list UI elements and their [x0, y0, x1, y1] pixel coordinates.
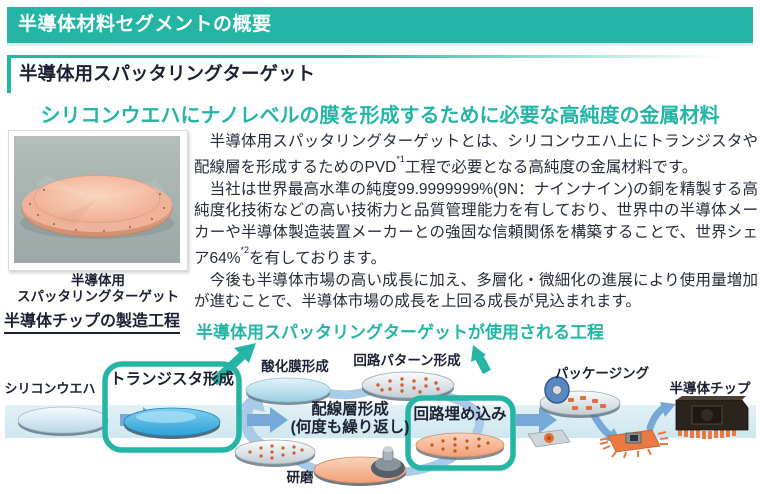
semiconductor-chip — [675, 396, 749, 439]
step-label-transistor: トランジスタ形成 — [110, 369, 235, 388]
sputtering-target-photo — [8, 130, 188, 271]
wafer-circuit-pattern — [361, 371, 455, 401]
photo-caption: 半導体用 スパッタリングターゲット — [0, 273, 196, 305]
step-label-silicon-wafer: シリコンウエハ — [4, 381, 95, 396]
wafer-transistor — [123, 407, 221, 439]
highlight-box-circuit-embed — [405, 395, 516, 471]
step-label-packaging: パッケージング — [555, 365, 650, 381]
page-title-bar: 半導体材料セグメントの概要 — [7, 7, 753, 46]
paragraph-1: 半導体用スパッタリングターゲットとは、シリコンウエハ上にトランジスタや配線層を形… — [194, 133, 758, 176]
step-label-wiring-layer-2: (何度も繰り返し) — [291, 417, 410, 436]
arrow-transistor-to-loop — [247, 407, 288, 433]
process-title: 半導体チップの製造工程 — [4, 307, 181, 334]
process-flow-art: シリコンウエハ トランジスタ形成 酸化膜形成 回路パターン形成 配線層形成 (何… — [4, 343, 756, 486]
page-title: 半導体材料セグメントの概要 — [18, 14, 272, 35]
step-label-wiring-layer-1: 配線層形成 — [311, 399, 389, 418]
step-label-chip: 半導体チップ — [670, 380, 751, 396]
process-diagram: 半導体チップの製造工程 半導体用スパッタリングターゲットが使用される工程 — [0, 300, 760, 494]
wafer-silicon — [17, 406, 109, 436]
caption-pointer-arrows — [210, 343, 491, 386]
polishing-machine — [313, 446, 407, 486]
diced-chip-piece — [527, 429, 571, 448]
body-text: 半導体用スパッタリングターゲットとは、シリコンウエハ上にトランジスタや配線層を形… — [194, 131, 758, 313]
process-highlight-caption: 半導体用スパッタリングターゲットが使用される工程 — [196, 323, 604, 342]
arrowhead-leadframe-to-chip — [660, 402, 676, 417]
lead-headline: シリコンウエハにナノレベルの膜を形成するために必要な高純度の金属材料 — [40, 105, 720, 127]
photo-caption-line2: スパッタリングターゲット — [17, 289, 179, 304]
step-label-circuit-pattern: 回路パターン形成 — [353, 352, 461, 368]
wafer-oxide-film — [245, 377, 331, 405]
photo-caption-line1: 半導体用 — [71, 273, 125, 288]
section-divider-gradient — [7, 55, 753, 58]
arrow-embed-to-packaging — [516, 407, 557, 433]
wafer-circuit-embed — [415, 432, 505, 460]
step-label-circuit-embed: 回路埋め込み — [413, 404, 507, 423]
highlight-box-transistor — [102, 361, 242, 453]
dicing-saw-wafer — [539, 376, 621, 418]
section-accent-bar — [7, 55, 11, 93]
paragraph-3: 今後も半導体市場の高い成長に加え、多層化・微細化の進展により使用量増加が進むこと… — [194, 271, 758, 311]
footnote-marker-2: *2 — [240, 244, 250, 255]
section-title: 半導体用スパッタリングターゲット — [19, 63, 316, 84]
paragraph-2: 当社は世界最高水準の純度99.9999999%(9N：ナインナイン)の銅を精製す… — [194, 180, 758, 267]
sputtering-target-image — [14, 136, 180, 263]
footnote-marker-1: *1 — [396, 153, 405, 164]
leadframe-chip — [599, 429, 669, 459]
step-label-polishing: 研磨 — [287, 469, 314, 485]
wafer-polishing — [234, 439, 316, 467]
step-label-oxide-film: 酸化膜形成 — [261, 358, 329, 374]
